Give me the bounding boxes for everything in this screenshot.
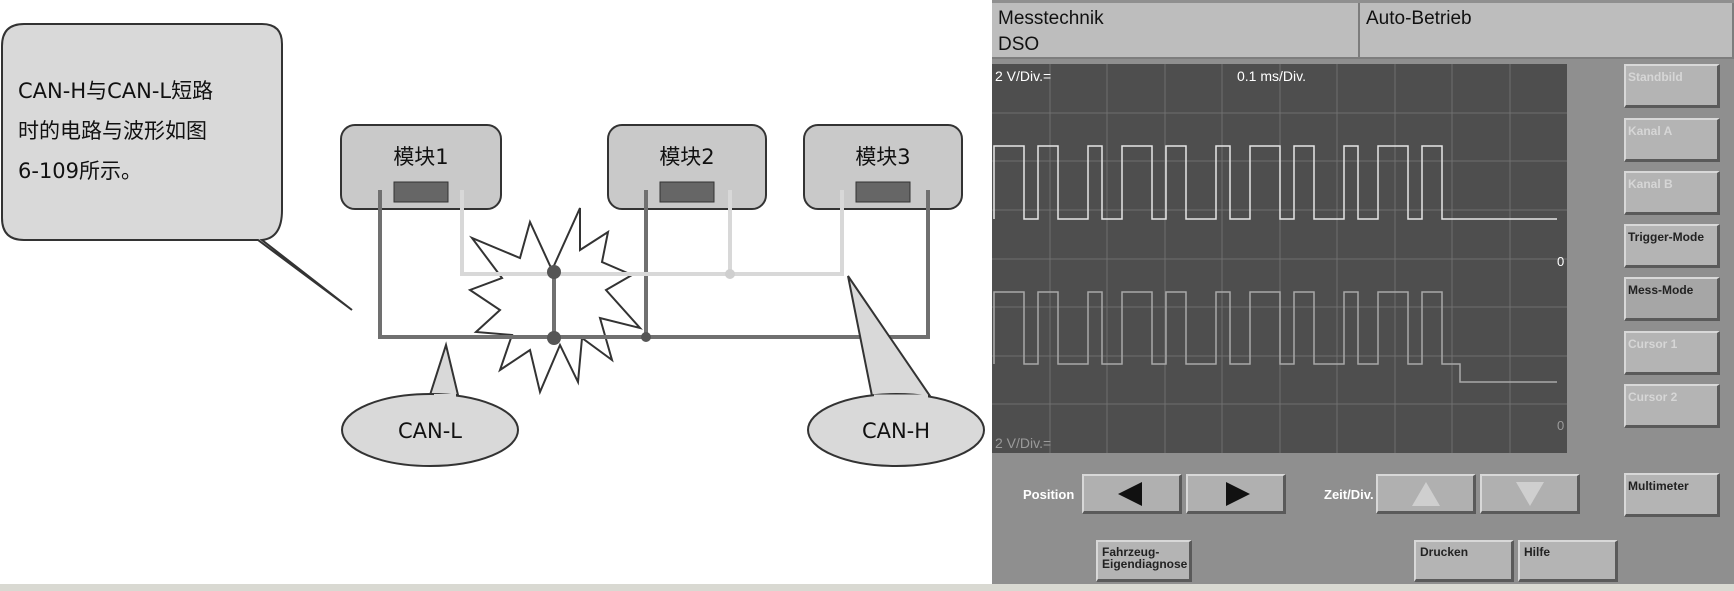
- channel-a-trace: [993, 145, 1557, 220]
- oscilloscope-display: 2 V/Div.= 0.1 ms/Div. 2 V/Div.= 0 0: [992, 64, 1567, 453]
- mess-mode-label: Mess-Mode: [1628, 283, 1694, 297]
- module-2-label: 模块2: [659, 145, 714, 169]
- standbild-label: Standbild: [1628, 70, 1683, 84]
- kanal-b-label: Kanal B: [1628, 177, 1673, 191]
- triangle-left-icon: [1118, 482, 1142, 506]
- junction-dot: [725, 269, 735, 279]
- header-mode-label: Auto-Betrieb: [1366, 8, 1472, 29]
- position-left-button[interactable]: [1082, 474, 1182, 514]
- callout-line-2: 时的电路与波形如图: [18, 119, 207, 143]
- fahrzeug-eigendiagnose-button[interactable]: Fahrzeug- Eigendiagnose: [1096, 540, 1192, 582]
- module-3-connector: [855, 181, 911, 203]
- cursor-2-label: Cursor 2: [1628, 390, 1678, 404]
- header-mode: Auto-Betrieb: [1360, 3, 1734, 59]
- header-subtitle: DSO: [998, 34, 1040, 55]
- multimeter-button[interactable]: Multimeter: [1624, 473, 1720, 517]
- scope-timebase: 0.1 ms/Div.: [1237, 68, 1306, 84]
- kanal-b-button[interactable]: Kanal B: [1624, 171, 1720, 215]
- drucken-button[interactable]: Drucken: [1414, 540, 1514, 582]
- can-h-wiring: [460, 190, 844, 276]
- hilfe-button[interactable]: Hilfe: [1518, 540, 1618, 582]
- cursor-1-button[interactable]: Cursor 1: [1624, 331, 1720, 375]
- callout-line-1: CAN-H与CAN-L短路: [18, 79, 213, 103]
- zero-marker-b: 0: [1557, 418, 1564, 433]
- header-messtechnik: Messtechnik DSO: [992, 3, 1360, 59]
- kanal-a-label: Kanal A: [1628, 124, 1673, 138]
- can-l-label: CAN-L: [398, 419, 462, 443]
- callout-line-3: 6-109所示。: [18, 159, 142, 183]
- junction-dot: [547, 331, 561, 345]
- can-l-bubble: [341, 393, 519, 467]
- zero-marker-a: 0: [1557, 254, 1564, 269]
- scope-grid: [992, 64, 1567, 453]
- module-1-connector: [393, 181, 449, 203]
- module-3-box: [803, 124, 963, 210]
- mess-mode-button[interactable]: Mess-Mode: [1624, 277, 1720, 321]
- dso-screen: Messtechnik DSO Auto-Betrieb 2 V/Div.= 0…: [992, 0, 1734, 584]
- trigger-mode-button[interactable]: Trigger-Mode: [1624, 224, 1720, 268]
- junction-dot: [547, 265, 561, 279]
- scope-vdiv-top: 2 V/Div.=: [995, 68, 1051, 84]
- module-1-box: [340, 124, 502, 210]
- triangle-right-icon: [1226, 482, 1250, 506]
- module-3-label: 模块3: [855, 145, 910, 169]
- circuit-diagram: CAN-H与CAN-L短路 时的电路与波形如图 6-109所示。 模块1 模块2…: [1, 23, 985, 467]
- callout-bubble: [1, 23, 353, 311]
- zeit-up-button[interactable]: [1376, 474, 1476, 514]
- kanal-a-button[interactable]: Kanal A: [1624, 118, 1720, 162]
- multimeter-label: Multimeter: [1628, 479, 1689, 493]
- channel-b-trace: [993, 291, 1557, 383]
- module-2-box: [607, 124, 767, 210]
- header-title: Messtechnik: [998, 8, 1104, 29]
- scope-vdiv-bottom: 2 V/Div.=: [995, 435, 1051, 451]
- can-l-wiring: [378, 190, 930, 339]
- can-l-bubble-tail: [428, 341, 460, 396]
- fahrzeug-label: Fahrzeug- Eigendiagnose: [1102, 545, 1188, 571]
- module-1-label: 模块1: [393, 145, 448, 169]
- drucken-label: Drucken: [1420, 545, 1469, 559]
- trigger-mode-label: Trigger-Mode: [1628, 230, 1705, 244]
- bottom-strip: [0, 584, 1734, 591]
- position-right-button[interactable]: [1186, 474, 1286, 514]
- junction-dot: [641, 332, 651, 342]
- standbild-button[interactable]: Standbild: [1624, 64, 1720, 108]
- zeit-div-label: Zeit/Div.: [1324, 487, 1374, 502]
- can-h-bubble: [807, 393, 985, 467]
- triangle-up-icon: [1412, 482, 1440, 506]
- zeit-down-button[interactable]: [1480, 474, 1580, 514]
- triangle-down-icon: [1516, 482, 1544, 506]
- position-label: Position: [1023, 487, 1075, 502]
- cursor-1-label: Cursor 1: [1628, 337, 1678, 351]
- module-2-connector: [659, 181, 715, 203]
- can-h-label: CAN-H: [862, 419, 930, 443]
- cursor-2-button[interactable]: Cursor 2: [1624, 384, 1720, 428]
- hilfe-label: Hilfe: [1524, 545, 1551, 559]
